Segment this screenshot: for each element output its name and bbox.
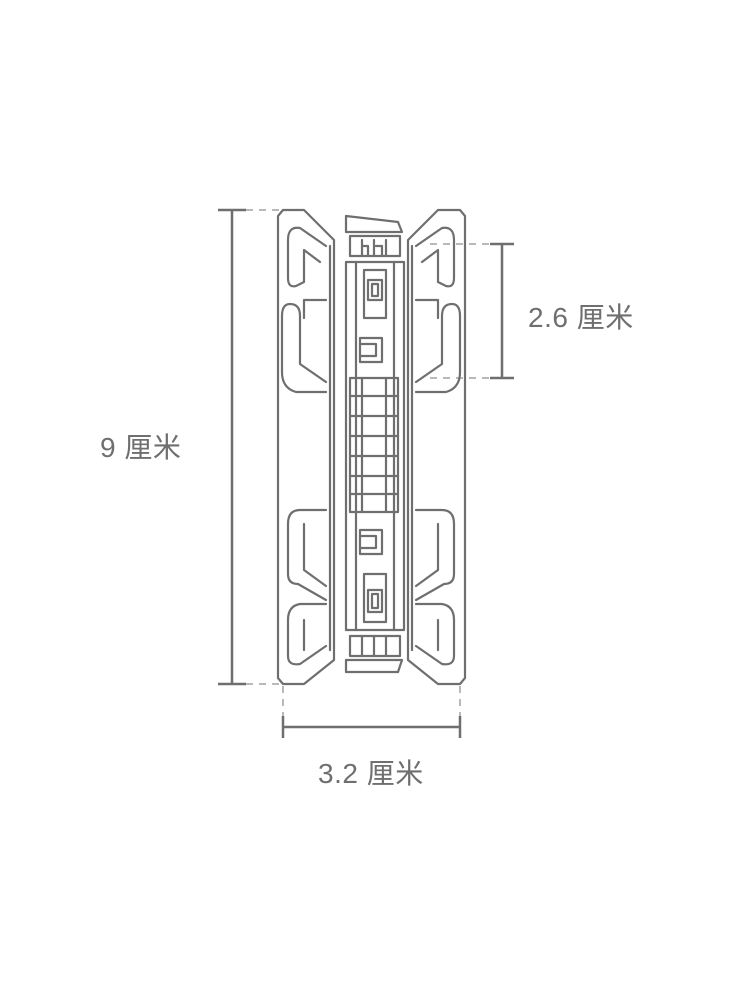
width-dimension-label: 3.2 厘米	[318, 758, 424, 789]
center-spine	[344, 260, 406, 632]
upper-latch	[358, 336, 384, 364]
height-dimension-label: 9 厘米	[100, 432, 182, 463]
right-hook-4	[414, 602, 456, 666]
height-dimension	[218, 208, 246, 686]
hinge-connector-icon	[276, 208, 467, 686]
width-dimension	[281, 716, 462, 738]
left-plate-outline	[276, 208, 336, 686]
height-guide-lines	[246, 209, 282, 685]
right-hook-2	[414, 302, 462, 394]
top-cap	[344, 214, 404, 234]
left-hook-4	[286, 602, 328, 666]
right-hook-1	[414, 226, 456, 288]
lower-latch	[358, 528, 384, 556]
slot-dimension-label: 2.6 厘米	[528, 302, 634, 333]
bottom-clip	[362, 572, 388, 624]
left-hook-3	[286, 508, 328, 602]
right-hook-3	[414, 508, 456, 602]
left-hook-2	[280, 302, 328, 394]
slot-dimension	[490, 242, 514, 380]
left-hook-1	[286, 226, 328, 288]
spine-segments	[348, 376, 400, 514]
right-plate-outline	[406, 208, 467, 686]
bottom-cap	[344, 658, 404, 674]
width-guide-lines	[282, 686, 461, 716]
top-clip	[362, 268, 388, 320]
